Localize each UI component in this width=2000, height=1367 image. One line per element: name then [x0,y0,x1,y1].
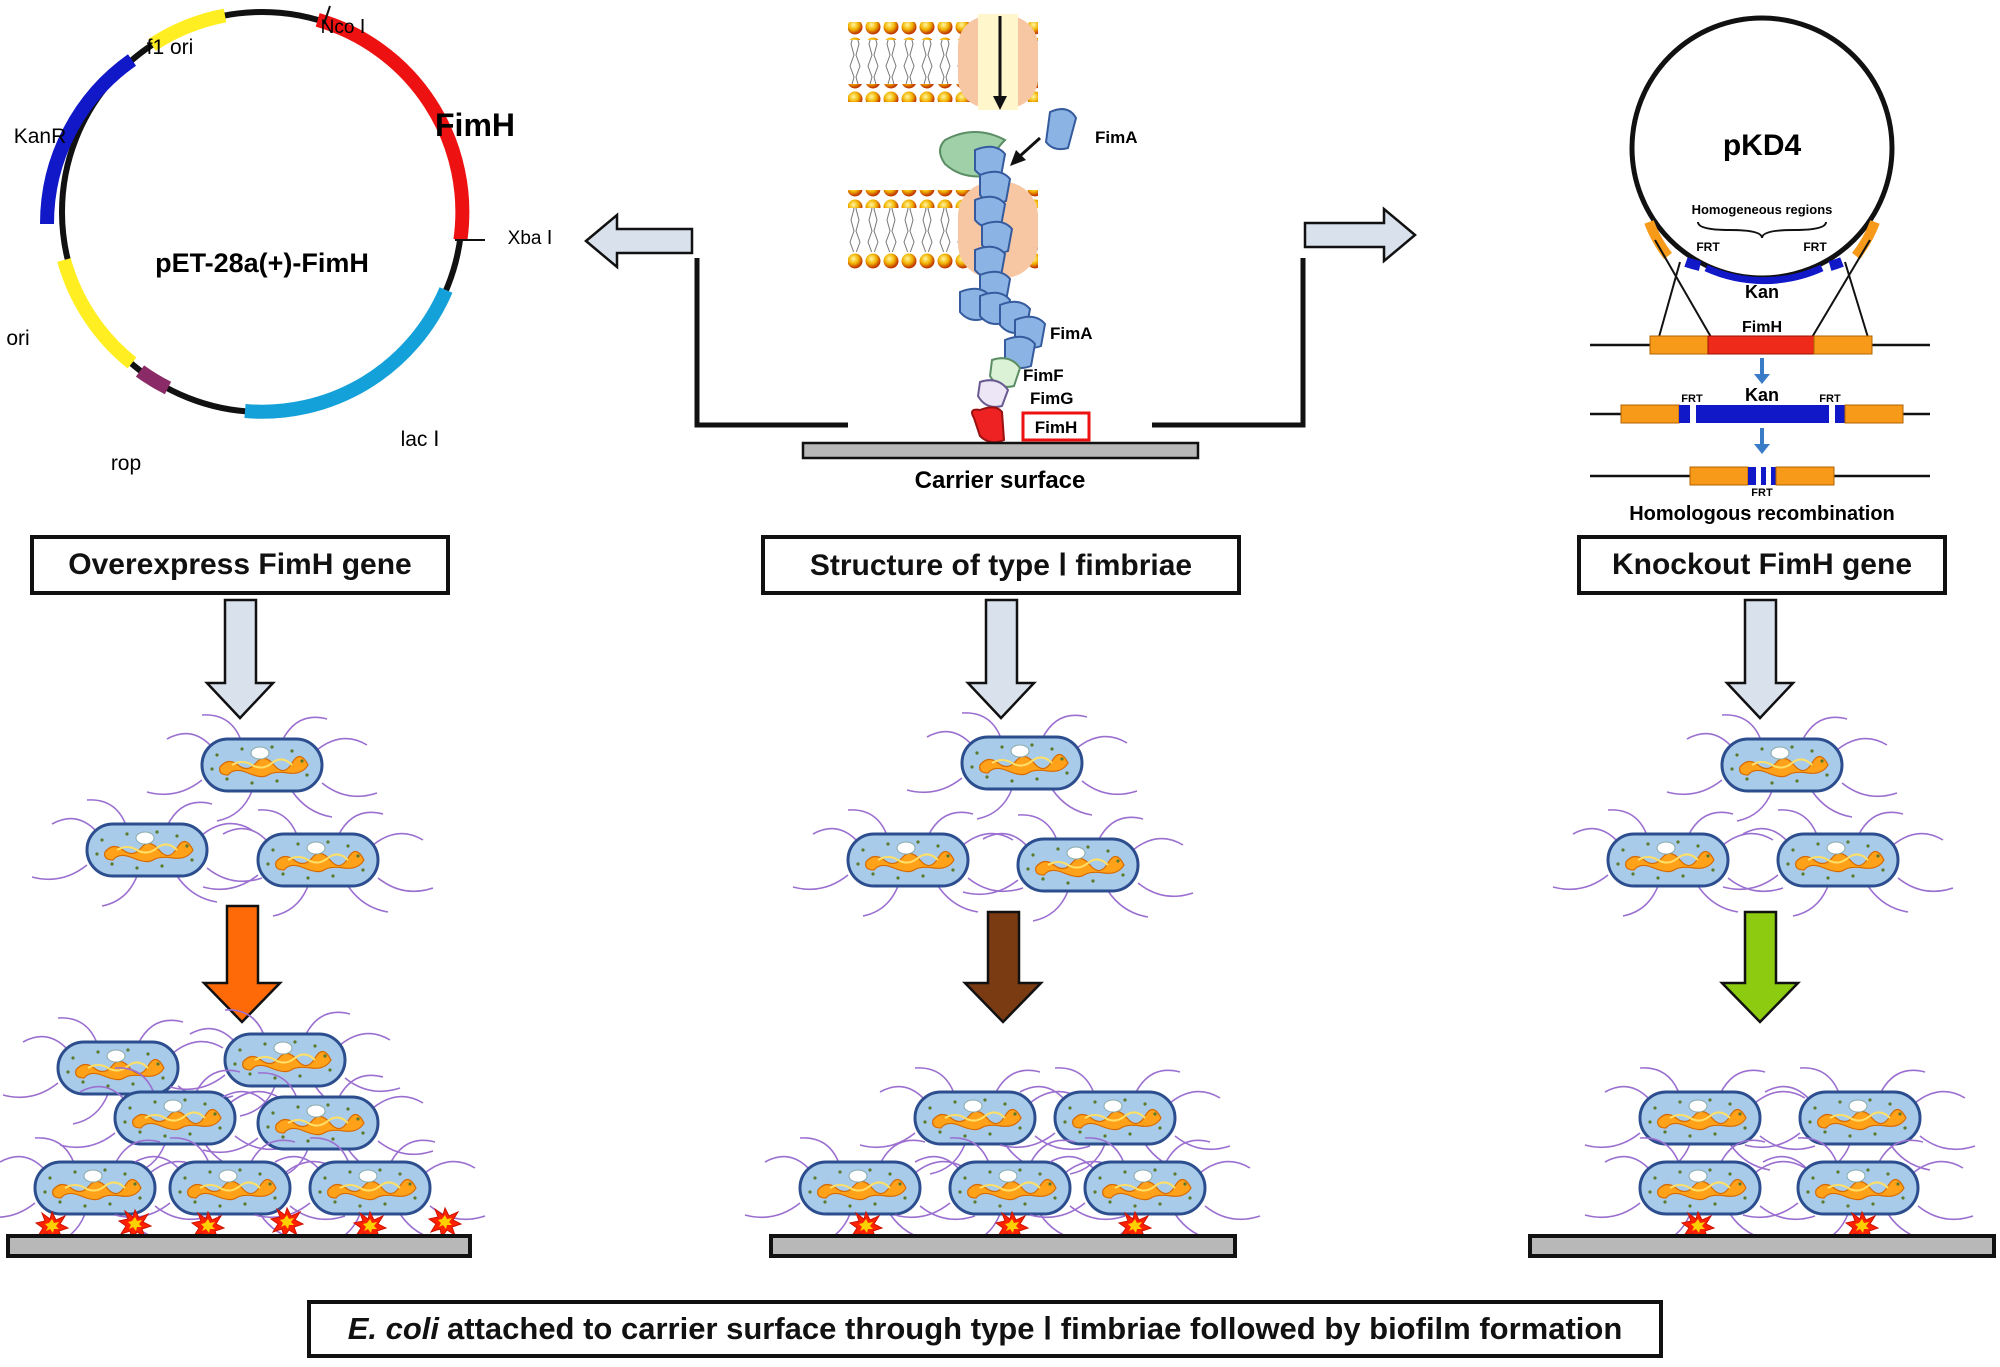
right-connector [1152,206,1417,428]
kan-mid-label: Kan [1745,385,1779,405]
caption-italic: E. coli [347,1311,440,1346]
fimh-gene-label: FimH [1742,319,1782,336]
fima-subunit-icon [1044,108,1078,151]
homologous-recombination-label: Homologous recombination [1629,503,1895,525]
fimh-adhesin-icon [971,406,1006,444]
left-connector [584,212,848,428]
structure-label: Structure of type Ⅰ fimbriae [761,535,1241,595]
fimg-label: FimG [1030,389,1073,408]
f1-ori-label: f1 ori [147,36,194,59]
down-arrows-colored [201,904,1801,1024]
fima-stalk [959,145,1047,369]
caption-rest: attached to carrier surface through type… [447,1311,1623,1346]
plasmid-pet28a: pET-28a(+)-FimH f1 ori Nco Ⅰ FimH KanR X… [6,5,553,475]
kanr-label: KanR [14,125,67,148]
f1-ori-segment [148,8,227,51]
figure-caption: E. coli attached to carrier surface thro… [307,1300,1663,1358]
overexpress-label: Overexpress FimH gene [30,535,450,595]
rop-label: rop [111,452,141,475]
xba-label: Xba Ⅰ [508,228,553,249]
lac-segment [244,287,453,419]
ori-label: ori [6,327,29,350]
frt-bottom-label: FRT [1751,487,1773,499]
frt-left-label: FRT [1696,240,1720,254]
rop-segment [135,365,172,395]
outer-membrane [848,14,1038,110]
biofilm-right [1528,1066,1996,1258]
nco-tick [323,5,331,25]
lac-label: lac Ⅰ [401,428,440,451]
homogeneous-regions-label: Homogeneous regions [1692,202,1833,217]
biofilm-left [0,1008,487,1258]
fima-top-label: FimA [1095,128,1138,147]
bacteria-middle-upper [791,711,1195,923]
kan-top-label: Kan [1745,282,1779,302]
fimh-segment [315,13,470,241]
down-arrows-hollow [204,598,1796,720]
right-hollow-arrow [1303,206,1417,264]
biofilm-middle [743,1066,1262,1258]
bacteria-right-upper [1551,713,1955,918]
carrier-surface-label: Carrier surface [915,467,1086,494]
frt-right-label: FRT [1803,240,1827,254]
ori-segment [57,258,137,369]
fima-mid-label: FimA [1050,324,1093,343]
fimh-label: FimH [435,107,515,143]
fimg-icon [976,379,1010,408]
nco-label: Nco Ⅰ [321,17,366,38]
frt-mid-right-label: FRT [1819,393,1841,405]
frt-mid-left-label: FRT [1681,393,1703,405]
fimh-box-label: FimH [1035,418,1078,437]
plasmid-pkd4: pKD4 Homogeneous regions FRT FRT Kan Fim… [1590,15,1930,525]
left-hollow-arrow [584,212,694,270]
pkd4-label: pKD4 [1723,129,1802,162]
kanr-segment [39,54,137,225]
fimbriae-structure: FimA FimA FimF FimG [801,14,1200,494]
bacteria-left-upper [30,713,435,918]
knockout-label: Knockout FimH gene [1577,535,1947,595]
plasmid-name: pET-28a(+)-FimH [155,248,369,278]
fimh-highlight-box [1021,411,1091,442]
fimf-label: FimF [1023,366,1064,385]
carrier-surface-bar [801,441,1200,460]
